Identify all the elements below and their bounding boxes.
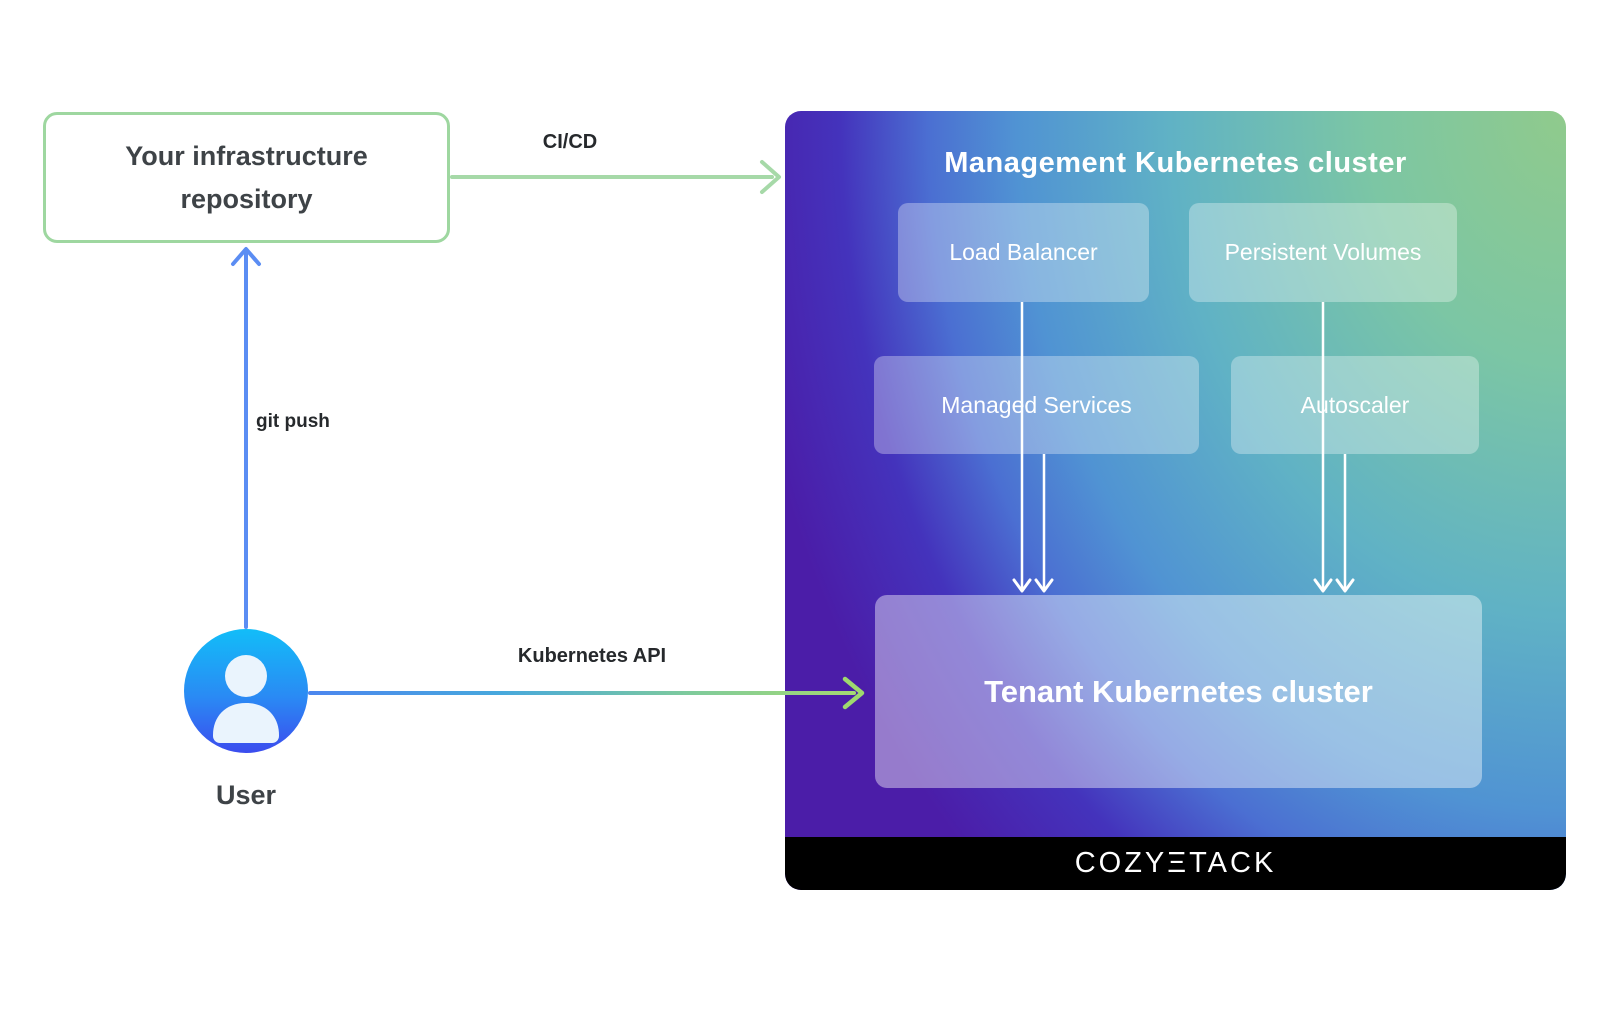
load-balancer-label: Load Balancer (949, 239, 1098, 265)
autoscaler-label: Autoscaler (1300, 391, 1410, 418)
user-label: User (215, 780, 277, 810)
brand-bar: COZYΞTACK (785, 837, 1566, 890)
kubernetes-api-label: Kubernetes API (517, 645, 667, 667)
connector-arrowhead-icon (1335, 578, 1355, 593)
cluster-connectors-layer (1012, 302, 1355, 593)
tenant-cluster-label: Tenant Kubernetes cluster (984, 673, 1373, 709)
user-icon (184, 629, 308, 753)
connector-arrowhead-icon (1034, 578, 1054, 593)
managed-services-label: Managed Services (941, 391, 1132, 418)
cicd-arrow-line (450, 175, 774, 179)
managed-services-box: Managed Services (874, 356, 1199, 454)
tenant-cluster-box: Tenant Kubernetes cluster (875, 595, 1482, 788)
connector-arrowhead-icon (1012, 578, 1032, 593)
kubernetes-api-arrow-line (308, 691, 856, 695)
persistent-volumes-label: Persistent Volumes (1224, 239, 1422, 265)
management-cluster-panel: Management Kubernetes cluster Load Balan… (785, 111, 1566, 890)
infrastructure-repository-box: Your infrastructure repository (43, 112, 450, 243)
cicd-label: CI/CD (542, 131, 598, 153)
persistent-volumes-box: Persistent Volumes (1189, 203, 1457, 302)
autoscaler-box: Autoscaler (1231, 356, 1479, 454)
git-push-label: git push (256, 411, 330, 432)
person-silhouette-icon (213, 655, 279, 743)
management-cluster-title: Management Kubernetes cluster (944, 147, 1407, 179)
git-push-arrow-line (244, 252, 248, 629)
connector-arrowhead-icon (1313, 578, 1333, 593)
infrastructure-repository-label: Your infrastructure repository (125, 140, 368, 214)
cozystack-logo: COZYΞTACK (1074, 847, 1277, 879)
load-balancer-box: Load Balancer (898, 203, 1149, 302)
